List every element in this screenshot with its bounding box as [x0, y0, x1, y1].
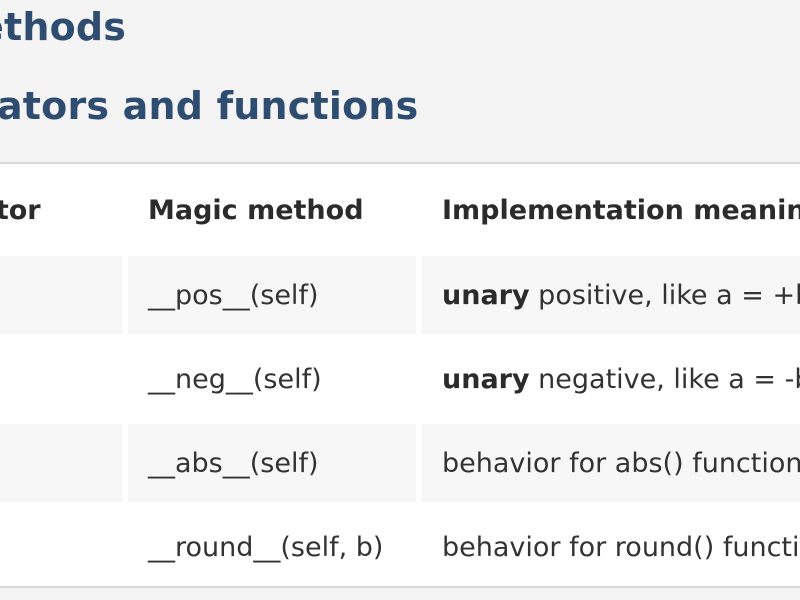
- column-header-implementation-meaning: Implementation meanin: [442, 194, 800, 226]
- table-row: __neg__(self) unary negative, like a = -…: [0, 340, 800, 418]
- table-row: __round__(self, b) behavior for round() …: [0, 508, 800, 586]
- meaning-keyword: unary: [442, 279, 530, 311]
- section-heading: ethods: [0, 5, 127, 49]
- operators-table-container: erator Magic method Implementation meani…: [0, 162, 800, 588]
- operator-cell: [0, 424, 122, 502]
- meaning-keyword: unary: [442, 363, 530, 395]
- operators-table: erator Magic method Implementation meani…: [0, 164, 800, 592]
- magic-method-cell: __round__(self, b): [128, 508, 416, 586]
- subsection-heading: rators and functions: [0, 84, 419, 128]
- operator-cell: [0, 508, 122, 586]
- table-header-row: erator Magic method Implementation meani…: [0, 170, 800, 250]
- meaning-text: behavior for round() function: [442, 531, 800, 563]
- table-row: __abs__(self) behavior for abs() functio…: [0, 424, 800, 502]
- meaning-cell: behavior for round() function: [422, 508, 800, 586]
- table-row: __pos__(self) unary positive, like a = +…: [0, 256, 800, 334]
- meaning-cell: unary positive, like a = +b: [422, 256, 800, 334]
- meaning-text: positive, like a = +b: [529, 279, 800, 311]
- operator-cell: [0, 256, 122, 334]
- meaning-text: behavior for abs() function: [442, 447, 800, 479]
- meaning-cell: unary negative, like a = -b: [422, 340, 800, 418]
- magic-method-cell: __pos__(self): [128, 256, 416, 334]
- meaning-text: negative, like a = -b: [529, 363, 800, 395]
- column-header-magic-method: Magic method: [148, 194, 364, 226]
- column-header-operator: erator: [0, 194, 41, 226]
- magic-method-cell: __neg__(self): [128, 340, 416, 418]
- meaning-cell: behavior for abs() function: [422, 424, 800, 502]
- magic-method-cell: __abs__(self): [128, 424, 416, 502]
- operator-cell: [0, 340, 122, 418]
